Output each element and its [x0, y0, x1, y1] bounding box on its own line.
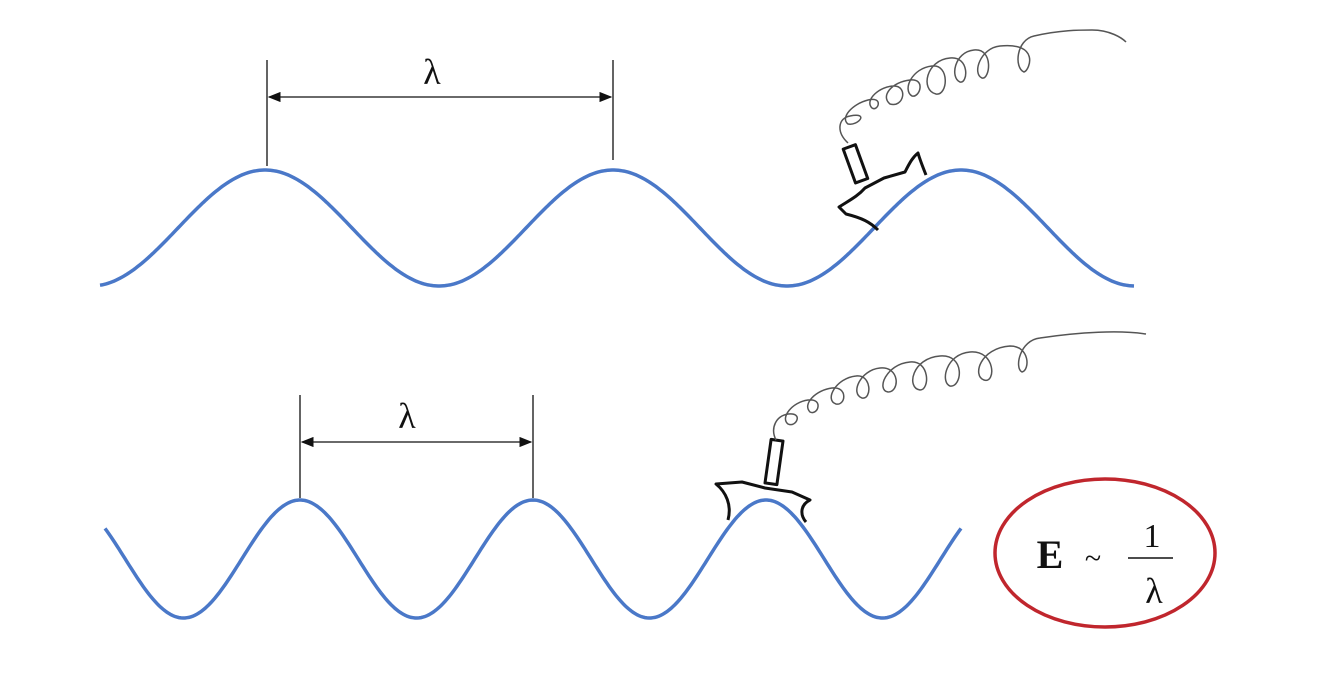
formula-energy: E: [1037, 532, 1064, 577]
long-wave: [99, 168, 1135, 288]
photon-coil: [839, 29, 1127, 144]
formula-numerator: 1: [1144, 518, 1161, 555]
wavelength-label: λ: [423, 52, 441, 92]
short-wave: [103, 498, 963, 620]
surfer-icon: [714, 437, 812, 523]
surfer-icon: [837, 143, 928, 232]
photon-coil: [772, 331, 1147, 441]
top-panel: λ: [99, 29, 1135, 288]
wavelength-label: λ: [398, 396, 416, 436]
energy-formula: E ~ 1 λ: [993, 477, 1217, 629]
formula-ellipse: [993, 477, 1217, 629]
formula-denominator: λ: [1145, 571, 1163, 611]
bottom-panel: λ: [103, 331, 1147, 620]
formula-proportional: ~: [1085, 542, 1101, 575]
